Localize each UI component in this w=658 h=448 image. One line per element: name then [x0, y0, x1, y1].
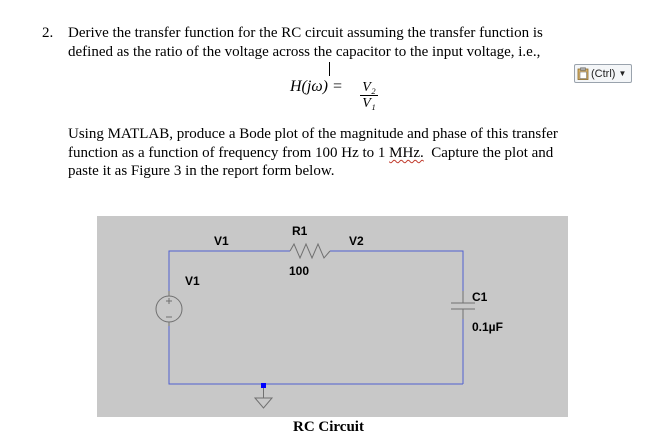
text-cursor [329, 62, 330, 76]
wire-top-left [168, 250, 290, 291]
wire-top-right [330, 250, 464, 291]
circuit-wires [168, 250, 464, 385]
capacitor-value-label: 0.1µF [472, 320, 503, 334]
figure-caption: RC Circuit [293, 419, 364, 435]
resistor-value-label: 100 [289, 264, 310, 278]
schematic-drawing [155, 242, 475, 409]
equation-denominator: V₁ [362, 96, 376, 111]
equation-numerator: V₂ [360, 80, 378, 96]
voltage-source-symbol [155, 291, 183, 326]
paste-options-button[interactable]: (Ctrl) ▼ [574, 64, 632, 83]
capacitor-c1-symbol [451, 291, 475, 319]
resistor-name-label: R1 [292, 224, 308, 238]
node-label-v2: V2 [349, 234, 364, 248]
node-label-v1: V1 [214, 234, 229, 248]
clipboard-icon [577, 67, 589, 80]
question-line-4-pre: function as a function of frequency from… [68, 145, 390, 161]
paste-options-label: (Ctrl) [591, 67, 616, 80]
ground-node-marker [261, 383, 266, 388]
capacitor-name-label: C1 [472, 290, 488, 304]
ground-symbol [253, 383, 274, 409]
chevron-down-icon: ▼ [618, 69, 627, 78]
source-label-v1: V1 [185, 274, 200, 288]
equation-lhs: H(jω) = [290, 78, 343, 95]
question-line-5: paste it as Figure 3 in the report form … [68, 163, 335, 179]
question-line-3: Using MATLAB, produce a Bode plot of the… [68, 126, 558, 142]
spellcheck-word-mhz[interactable]: MHz. [389, 145, 424, 161]
resistor-r1-symbol [289, 242, 331, 260]
question-line-2: defined as the ratio of the voltage acro… [68, 44, 541, 60]
question-line-4-post: Capture the plot and [423, 145, 554, 161]
question-number: 2. [42, 25, 54, 41]
rc-circuit-schematic: V1 R1 100 V2 V1 C1 0.1µF [97, 216, 568, 417]
question-line-1: Derive the transfer function for the RC … [68, 25, 543, 41]
equation-fraction: V₂ V₁ [360, 80, 378, 112]
wire-bottom [168, 326, 463, 385]
question-line-4: function as a function of frequency from… [68, 145, 553, 162]
